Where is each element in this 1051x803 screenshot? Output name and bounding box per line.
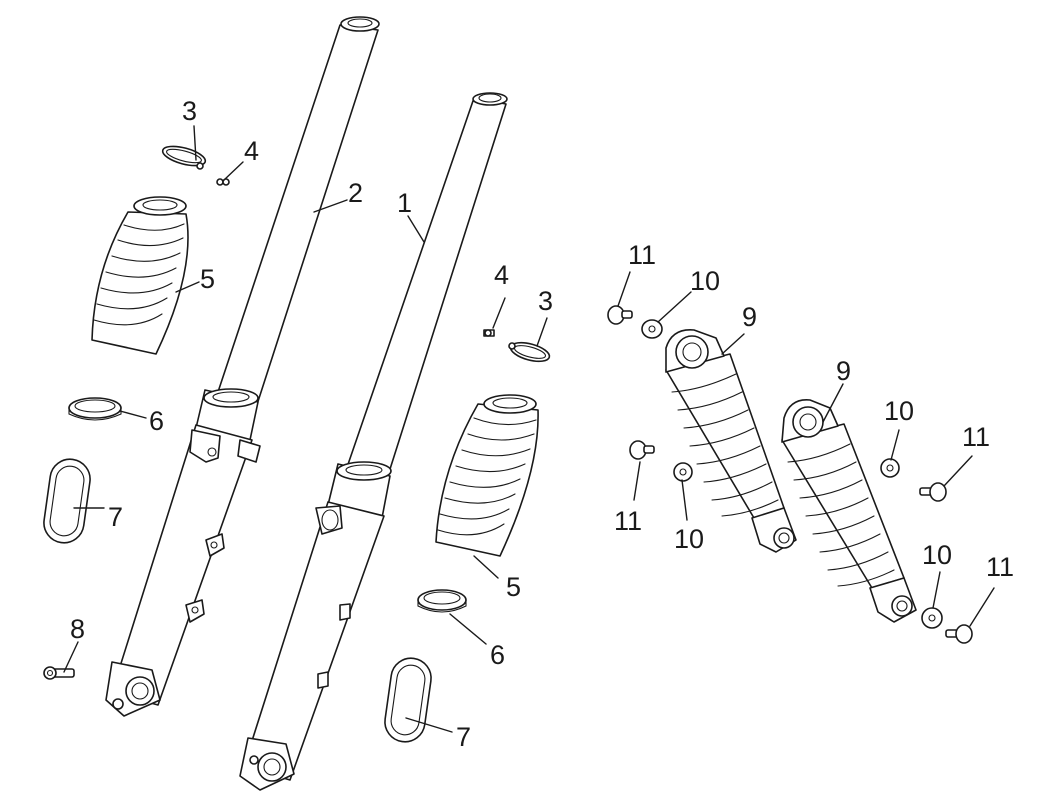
callout-10-c: 10 (884, 396, 914, 426)
washer-4 (921, 607, 943, 629)
callout-10-a: 10 (690, 266, 720, 296)
callout-5-right: 5 (506, 572, 521, 602)
washer-3 (880, 458, 900, 478)
callout-8: 8 (70, 614, 85, 644)
fork-tube-right (239, 92, 508, 791)
callout-10-b: 10 (674, 524, 704, 554)
shock-absorber-2 (781, 399, 917, 623)
seal-right (417, 589, 467, 613)
cover-plate-left (43, 458, 91, 544)
dust-boot-right (435, 394, 539, 557)
callout-7-right: 7 (456, 722, 471, 752)
callout-6-left: 6 (149, 406, 164, 436)
callout-11-a: 11 (628, 240, 656, 270)
bolt-2 (629, 440, 655, 460)
callout-4-right: 4 (494, 260, 509, 290)
dust-boot-left (91, 196, 189, 355)
callout-9-first: 9 (742, 302, 757, 332)
leader-lines (63, 125, 995, 733)
callout-11-c: 11 (962, 422, 990, 452)
callout-6-right: 6 (490, 640, 505, 670)
cover-plate-right (384, 657, 432, 743)
bolt-3 (919, 482, 947, 502)
bolts (607, 305, 973, 644)
washer-2 (673, 462, 693, 482)
hose-clamp-left (161, 145, 207, 170)
seal-left (68, 397, 122, 421)
callout-3-right: 3 (538, 286, 553, 316)
bolt-4 (945, 624, 973, 644)
callout-labels: 1 2 3 4 5 6 7 8 4 3 5 6 7 9 9 10 10 10 1… (70, 96, 1014, 752)
callout-3-left: 3 (182, 96, 197, 126)
bolt-1 (607, 305, 633, 325)
screw-right (483, 329, 495, 337)
callout-10-d: 10 (922, 540, 952, 570)
callout-4-left: 4 (244, 136, 259, 166)
callout-7-left: 7 (108, 502, 123, 532)
washer-1 (641, 319, 663, 339)
hose-clamp-right (508, 341, 551, 363)
callout-5-left: 5 (200, 264, 215, 294)
callout-9-second: 9 (836, 356, 851, 386)
callout-11-b: 11 (614, 506, 642, 536)
washers (641, 319, 943, 629)
callout-1: 1 (397, 188, 412, 218)
screw-left (216, 178, 230, 186)
axle-bolt (43, 666, 75, 680)
callout-2: 2 (348, 178, 363, 208)
callout-11-d: 11 (986, 552, 1014, 582)
shock-absorber-1 (665, 329, 797, 553)
fork-tube-left (105, 16, 380, 717)
